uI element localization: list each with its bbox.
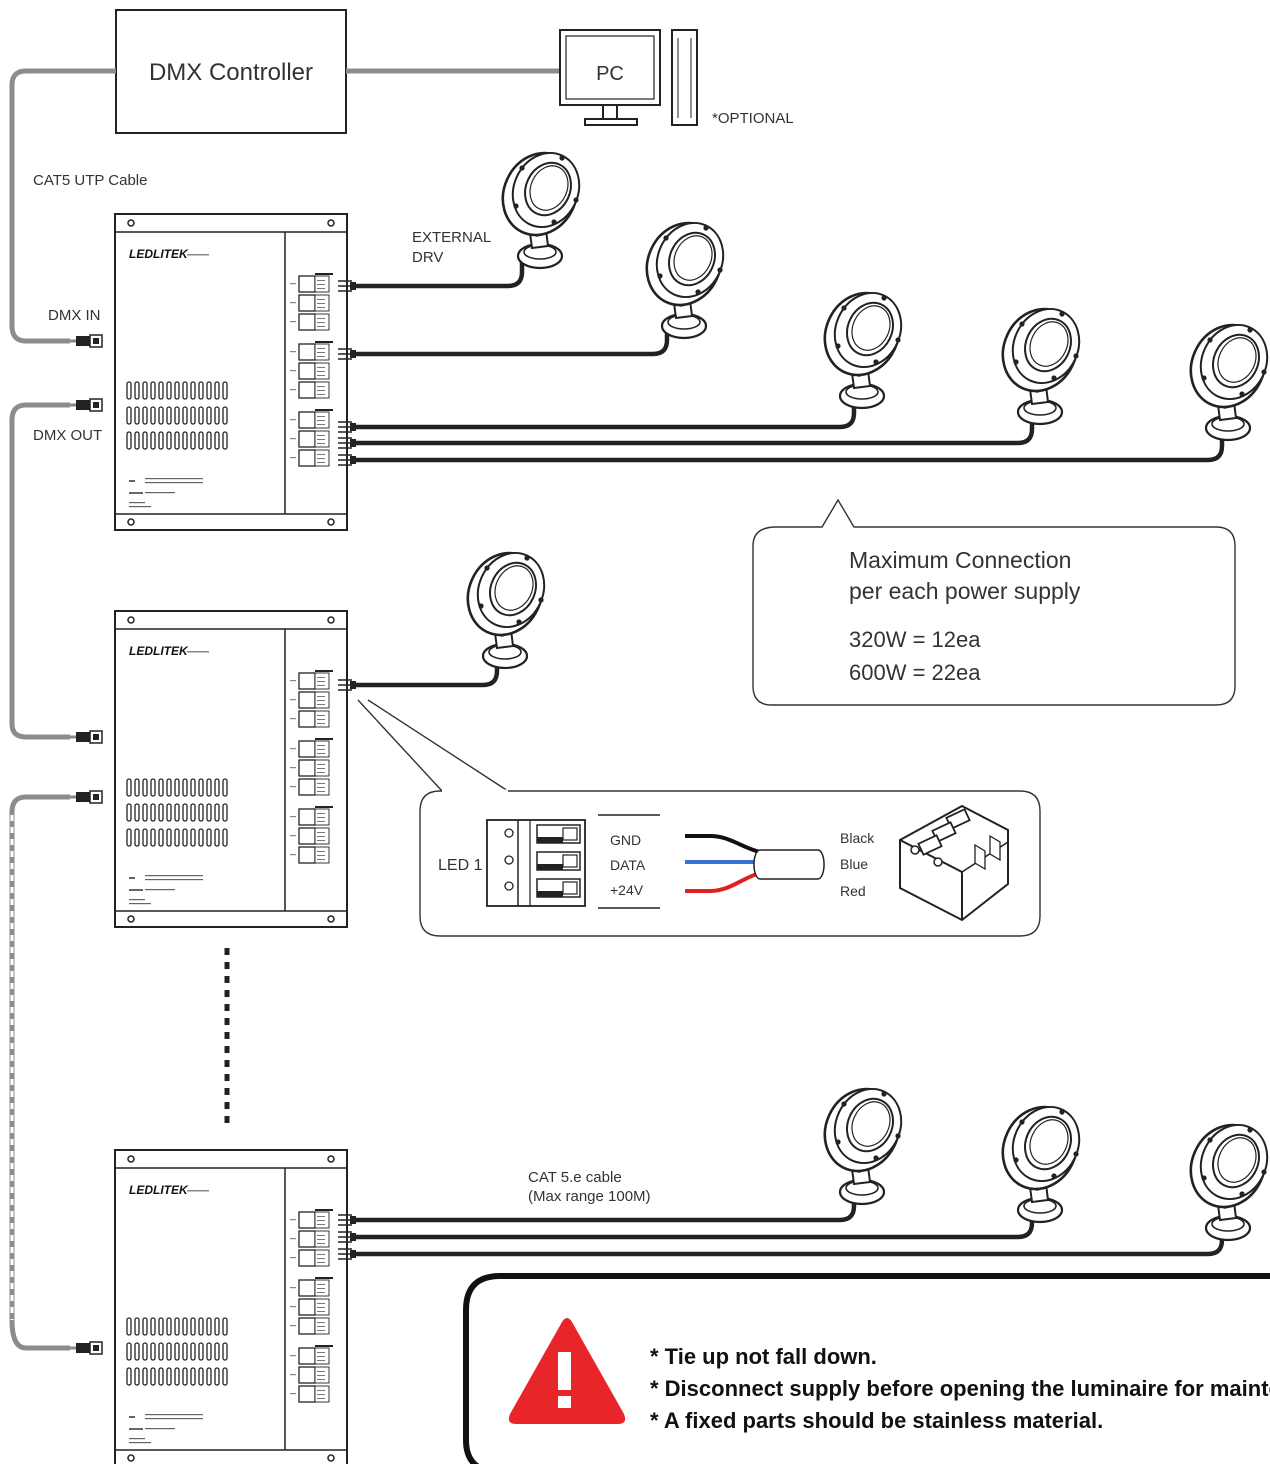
underwater-light-icon xyxy=(810,279,915,410)
warning-triangle-icon xyxy=(508,1318,626,1424)
wire-blue-label: Blue xyxy=(840,856,868,872)
cable-psu1-light3 xyxy=(356,394,857,430)
cable-psu1-light2 xyxy=(356,322,670,357)
cable-psun-light2 xyxy=(356,1210,1035,1240)
cable-psu2-light1 xyxy=(356,655,500,688)
external-drv-label-1: EXTERNAL xyxy=(412,229,491,246)
psu2-dmx-in-connector xyxy=(68,729,104,745)
underwater-light-icon xyxy=(1176,1111,1270,1242)
cable-psu1-light5 xyxy=(356,428,1225,463)
brand-logo: LEDLITEK xyxy=(129,644,189,658)
pin-gnd: GND xyxy=(610,832,641,848)
power-supply-3: LEDLITEK xyxy=(114,1149,348,1464)
brand-logo: LEDLITEK xyxy=(129,247,189,261)
cable-psun-light1 xyxy=(356,1193,857,1223)
cable-psu1-light4 xyxy=(356,412,1035,446)
dmx-in-connector xyxy=(68,333,104,349)
warning-line-1: * Tie up not fall down. xyxy=(650,1344,877,1369)
warning-box: * Tie up not fall down. * Disconnect sup… xyxy=(463,1273,1270,1464)
max-connection-320w: 320W = 12ea xyxy=(849,627,981,652)
power-supply-2: LEDLITEK xyxy=(114,610,348,928)
underwater-light-icon xyxy=(988,295,1093,426)
max-connection-600w: 600W = 22ea xyxy=(849,660,981,685)
pc-label: PC xyxy=(596,63,624,85)
brand-logo: LEDLITEK xyxy=(129,1183,189,1197)
dmx-out-label: DMX OUT xyxy=(33,427,102,444)
underwater-light-icon xyxy=(810,1075,915,1206)
psun-dmx-in-connector xyxy=(68,1340,104,1356)
cat5-utp-label: CAT5 UTP Cable xyxy=(33,172,148,189)
wire-black-label: Black xyxy=(840,830,875,846)
underwater-light-icon xyxy=(632,209,737,340)
dmx-in-label: DMX IN xyxy=(48,307,101,324)
optional-note: *OPTIONAL xyxy=(712,110,794,127)
underwater-light-icon xyxy=(488,139,593,270)
pin-24v: +24V xyxy=(610,882,644,898)
led1-label: LED 1 xyxy=(438,857,483,874)
max-connection-title-1: Maximum Connection xyxy=(849,547,1071,573)
cable-psun-light3 xyxy=(356,1228,1225,1257)
dmx-controller: DMX Controller xyxy=(115,9,347,134)
power-supply-1: LEDLITEK xyxy=(114,213,348,531)
warning-line-3: * A fixed parts should be stainless mate… xyxy=(650,1408,1103,1433)
warning-line-2: * Disconnect supply before opening the l… xyxy=(650,1376,1270,1401)
underwater-light-icon xyxy=(453,539,558,670)
pc-icon: PC xyxy=(559,29,698,126)
wire-red-label: Red xyxy=(840,883,866,899)
cat5e-label-2: (Max range 100M) xyxy=(528,1188,651,1205)
max-connection-title-2: per each power supply xyxy=(849,578,1081,604)
underwater-light-icon xyxy=(1176,311,1270,442)
connector-detail-callout: LED 1 GND DATA +24V Black Blue Red xyxy=(357,699,1041,937)
cat5e-label-1: CAT 5.e cable xyxy=(528,1169,622,1186)
pin-data: DATA xyxy=(610,857,646,873)
cable-psu1-light1 xyxy=(356,254,525,289)
underwater-light-icon xyxy=(988,1093,1093,1224)
external-drv-label-2: DRV xyxy=(412,249,443,266)
psu2-dmx-out-connector xyxy=(68,789,104,805)
dmx-out-connector xyxy=(68,397,104,413)
dmx-controller-label: DMX Controller xyxy=(149,59,313,86)
max-connection-callout: Maximum Connection per each power supply… xyxy=(752,498,1236,706)
terminal-block-icon xyxy=(899,804,1009,922)
